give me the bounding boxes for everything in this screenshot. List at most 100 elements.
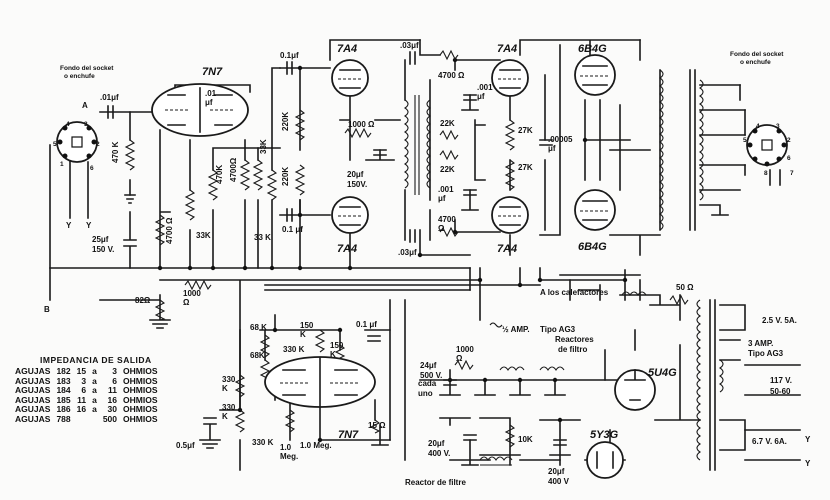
impedance-cell: OHMIOS: [123, 366, 158, 376]
socket-left-label-1: Fondo del socket: [60, 65, 114, 72]
impedance-cell: OHMIOS: [123, 413, 158, 424]
socket-left-label-2: o enchufe: [64, 73, 95, 80]
tube-label-7a4-2: 7A4: [337, 243, 357, 255]
tube-label-5u4g: 5U4G: [648, 367, 677, 379]
tube-label-7a4-4: 7A4: [497, 243, 517, 255]
power-transformer-primary: [719, 359, 724, 393]
socket-right: [746, 124, 788, 167]
cada-label-1: cada: [418, 379, 437, 388]
resistor-10k: [504, 424, 516, 448]
resistor-220k-a: [294, 109, 306, 141]
socket-right-label-1: Fondo del socket: [730, 51, 784, 58]
resistor-22k-b: [439, 149, 459, 161]
resistor-470k: [124, 139, 136, 171]
label-r470k: 470 K: [111, 141, 120, 163]
resistor-15: [369, 419, 381, 434]
label-c24-1: 24μf: [420, 361, 437, 370]
heaters-label: A los calefactores: [540, 288, 609, 297]
svg-text:7: 7: [790, 170, 794, 177]
volt-25-label: 2.5 V. 5A.: [762, 316, 797, 325]
tube-7n7-bottom: [264, 356, 376, 408]
svg-text:4: 4: [66, 121, 70, 128]
resistor-1meg-a: [284, 409, 296, 433]
power-transformer-secondary: [696, 299, 701, 461]
heater-coil: [621, 291, 647, 296]
impedance-cell: OHMIOS: [123, 394, 158, 405]
label-c24-2: 500 V.: [420, 371, 442, 380]
resistor-4700-d: [439, 226, 459, 238]
output-transformer-primary: [659, 69, 664, 231]
tube-7a4-1: [331, 59, 369, 97]
svg-text:2: 2: [96, 141, 100, 148]
impedance-cell: 500: [102, 413, 118, 424]
tube-6b4g-1: [574, 54, 616, 96]
resistor-1000-c: [454, 359, 474, 371]
tube-label-7n7-top: 7N7: [202, 66, 223, 78]
svg-text:6: 6: [787, 155, 791, 162]
label-r33k-b: 33K: [259, 139, 268, 154]
label-c20-bot-l-1: 20μf: [428, 439, 445, 448]
labels: Fondo del socket o enchufe Fondo del soc…: [44, 51, 811, 487]
tube-7n7-top: [151, 83, 249, 137]
capacitors: [107, 51, 567, 446]
label-r4700-c: 4700 Ω: [438, 71, 465, 80]
tube-label-6b4g-2: 6B4G: [578, 241, 607, 253]
tube-7a4-2: [331, 196, 369, 234]
resistor-220k-b: [294, 164, 306, 196]
impedance-cell: AGUJAS: [15, 375, 51, 386]
impedance-cell: 182: [56, 366, 71, 376]
capacitor-03-b: [409, 229, 416, 243]
fuse-label: ½ AMP.: [502, 325, 530, 334]
resistor-33k-b: [252, 159, 264, 191]
svg-text:5: 5: [53, 141, 57, 148]
label-r22k-a: 22K: [440, 119, 455, 128]
resistor-4700-b: [239, 159, 251, 191]
label-r330k-d: 330 K: [252, 438, 274, 447]
label-r330k-a: 330 K: [283, 345, 305, 354]
capacitor-20uf-bot-l: [463, 434, 477, 441]
reactores-label-2: de filtro: [558, 345, 587, 354]
impedance-cell: 16: [107, 394, 118, 405]
label-r50: 50 Ω: [676, 283, 694, 292]
node-b: B: [44, 305, 50, 314]
volt-117-label-1: 117 V.: [770, 376, 792, 385]
impedance-cell: OHMIOS: [123, 404, 158, 414]
label-r68k-a: 68 K: [250, 323, 267, 332]
resistor-4700-a: [154, 214, 166, 246]
impedance-cell: 30: [107, 404, 118, 414]
label-c05: 0.5μf: [176, 441, 195, 450]
impedance-cell: OHMIOS: [123, 385, 158, 395]
fuse-3amp-label-1: 3 AMP.: [748, 339, 773, 348]
label-c01-d: 0.1 μf: [282, 225, 303, 234]
label-c20-top-1: 20μf: [347, 170, 364, 179]
impedance-title: IMPEDANCIA DE SALIDA: [40, 355, 152, 365]
svg-text:3: 3: [84, 121, 88, 128]
volt-117-label-2: 50-60: [770, 387, 791, 396]
label-c20-bot-r-2: 400 V: [548, 477, 570, 486]
resistor-330k-a: [234, 374, 246, 398]
label-r68k-b: 68K: [250, 351, 265, 360]
tube-6b4g-2: [574, 189, 616, 231]
tube-7a4-4: [491, 196, 529, 234]
label-r33k-c: 33 K: [254, 233, 271, 242]
capacitor-01-c: [286, 61, 293, 75]
tube-label-5y3g: 5Y3G: [590, 429, 619, 441]
svg-text:4: 4: [756, 123, 760, 130]
label-c03-a: .03μf: [400, 41, 419, 50]
label-r4700-a: 4700 Ω: [165, 217, 174, 244]
capacitor-001-a: [463, 94, 477, 101]
impedance-cell: 6: [81, 385, 87, 395]
resistor-150k-a: [314, 329, 326, 353]
